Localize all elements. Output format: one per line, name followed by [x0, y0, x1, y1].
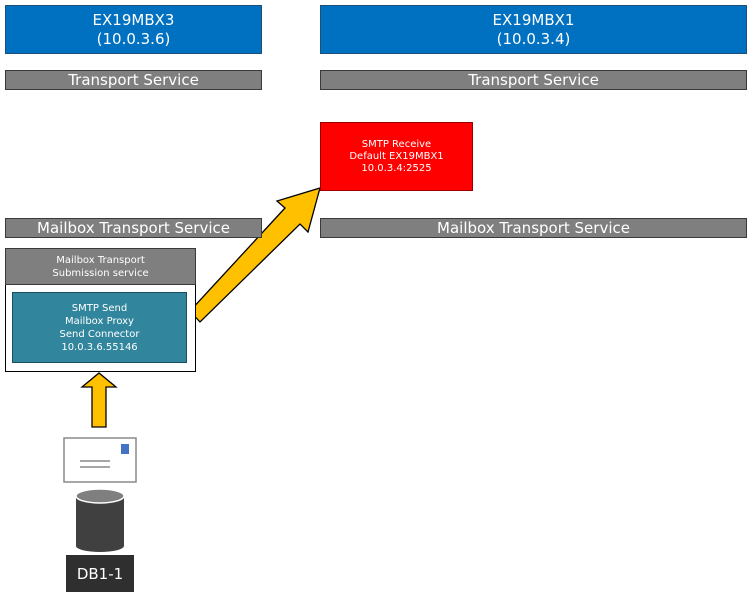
bar-label: Mailbox Transport Service — [437, 219, 630, 237]
submission-line: Submission service — [52, 267, 149, 279]
server-ip: (10.0.3.4) — [496, 29, 571, 48]
server-ex19mbx1: EX19MBX1 (10.0.3.4) — [320, 5, 747, 54]
database-name: DB1-1 — [76, 564, 124, 583]
submission-line: Mailbox Transport — [56, 254, 145, 266]
database-label: DB1-1 — [66, 555, 134, 592]
database-icon — [75, 488, 125, 552]
send-line: Send Connector — [59, 328, 140, 340]
server-name: EX19MBX3 — [92, 10, 175, 29]
envelope-icon — [63, 437, 137, 483]
receive-line: Default EX19MBX1 — [349, 150, 444, 162]
send-line: Mailbox Proxy — [65, 315, 134, 327]
arrow-up-icon — [80, 372, 118, 428]
bar-label: Transport Service — [68, 71, 199, 89]
transport-service-bar-left: Transport Service — [5, 70, 262, 90]
receive-line: SMTP Receive — [361, 138, 432, 150]
send-line: 10.0.3.6.55146 — [61, 341, 138, 353]
arrow-diagonal-icon — [189, 187, 321, 323]
smtp-send-connector: SMTP Send Mailbox Proxy Send Connector 1… — [12, 292, 187, 363]
server-ex19mbx3: EX19MBX3 (10.0.3.6) — [5, 5, 262, 54]
server-name: EX19MBX1 — [492, 10, 575, 29]
bar-label: Mailbox Transport Service — [37, 219, 230, 237]
submission-service-header: Mailbox Transport Submission service — [5, 248, 196, 285]
bar-label: Transport Service — [468, 71, 599, 89]
mailbox-transport-service-bar-left: Mailbox Transport Service — [5, 218, 262, 238]
send-line: SMTP Send — [71, 302, 128, 314]
smtp-receive-connector: SMTP Receive Default EX19MBX1 10.0.3.4:2… — [320, 122, 473, 191]
mailbox-transport-service-bar-right: Mailbox Transport Service — [320, 218, 747, 238]
server-ip: (10.0.3.6) — [96, 29, 171, 48]
transport-service-bar-right: Transport Service — [320, 70, 747, 90]
receive-line: 10.0.3.4:2525 — [361, 162, 432, 174]
